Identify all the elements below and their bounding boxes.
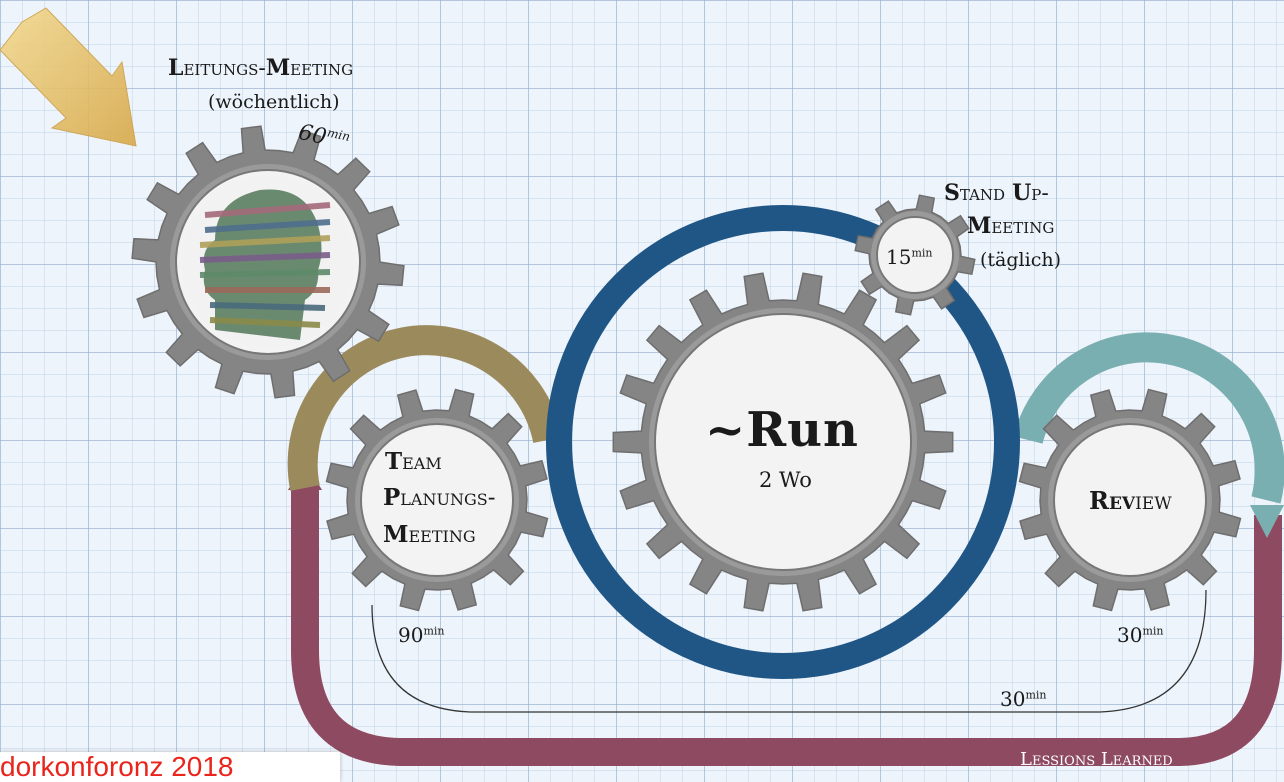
planning-duration-bracket [371, 589, 1207, 713]
review-gear-icon [1018, 388, 1242, 612]
retrospective-duration: 30min [1000, 687, 1047, 711]
standup-meeting-duration: 15min [886, 245, 933, 269]
arrow-icon [0, 7, 137, 147]
standup-meeting-title-line1: Stand Up- [944, 180, 1049, 206]
run-title: ~Run [705, 402, 859, 458]
lessons-learned-label: Lessions Learned [1020, 749, 1173, 770]
standup-gear-icon [854, 194, 976, 316]
team-planning-title-line1: Team [385, 448, 442, 475]
run-duration: 2 Wo [759, 468, 812, 492]
review-arrowhead [1250, 505, 1284, 538]
run-gear-icon [612, 272, 954, 612]
leitungs-meeting-frequency: (wöchentlich) [208, 91, 340, 113]
team-gear-icon [325, 388, 549, 612]
leitungs-meeting-title: Leitungs-Meeting [168, 55, 354, 81]
review-duration: 30min [1117, 623, 1164, 647]
head-icon [182, 176, 354, 348]
review-title: Review [1089, 486, 1172, 515]
team-planning-title-line2: Planungs- [383, 484, 496, 511]
lessons-loop [291, 488, 1282, 766]
team-planning-title-line3: Meeting [383, 521, 476, 548]
conference-banner: dorkonforonz 2018 [0, 752, 340, 782]
review-arc [1013, 332, 1284, 504]
run-ring [546, 205, 1020, 679]
standup-meeting-frequency: (täglich) [980, 249, 1061, 271]
planning-arc [287, 325, 563, 491]
team-planning-duration: 90min [398, 623, 445, 647]
standup-meeting-title-line2: Meeting [967, 213, 1055, 239]
